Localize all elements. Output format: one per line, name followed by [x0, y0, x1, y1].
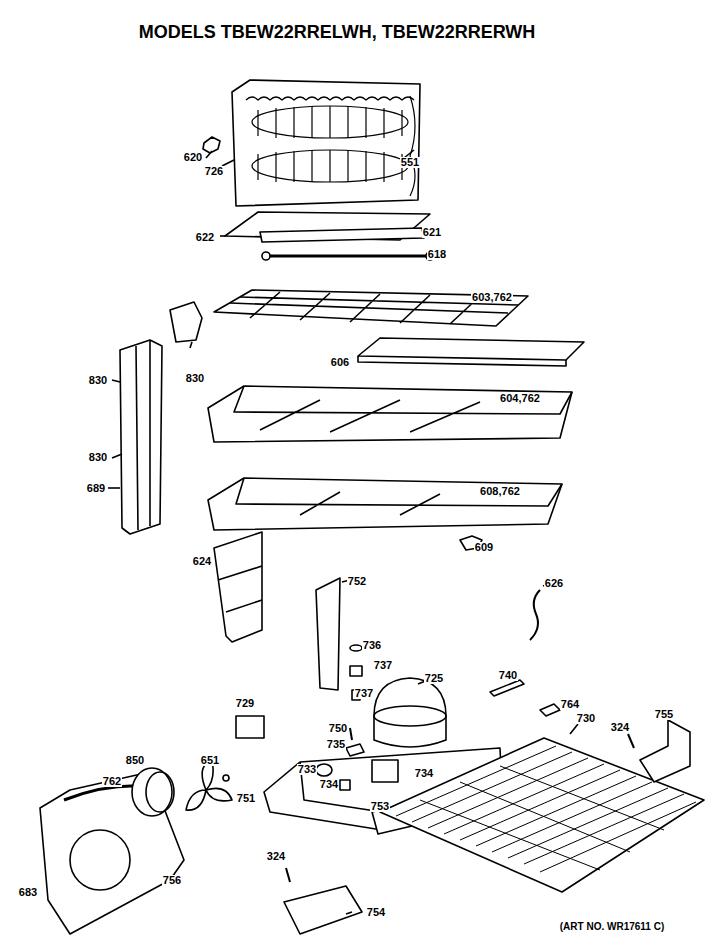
callout-number: 737 — [373, 660, 393, 671]
callout-number: 736 — [362, 640, 382, 651]
callout-number: 604,762 — [499, 393, 541, 404]
callout-number: 737 — [354, 688, 374, 699]
diagram-title: MODELS TBEW22RRELWH, TBEW22RRERWH — [139, 23, 536, 41]
callout-number: 750 — [328, 723, 348, 734]
callout-number: 755 — [654, 709, 674, 720]
callout-number: 762 — [102, 776, 122, 787]
callout-number: 754 — [366, 907, 386, 918]
callout-number: 735 — [326, 739, 346, 750]
callout-number: 726 — [204, 166, 224, 177]
callout-number: 609 — [474, 542, 494, 553]
callout-number: 624 — [192, 556, 212, 567]
callout-number: 830 — [185, 373, 205, 384]
callout-number: 830 — [88, 452, 108, 463]
callout-number: 740 — [498, 670, 518, 681]
callout-number: 733 — [297, 764, 317, 775]
callout-number: 753 — [370, 801, 390, 812]
callout-number: 751 — [236, 793, 256, 804]
callout-number: 725 — [424, 673, 444, 684]
callout-number: 606 — [330, 357, 350, 368]
callout-number: 324 — [610, 722, 630, 733]
callout-number: 734 — [319, 779, 339, 790]
callout-number: 734 — [414, 768, 434, 779]
callout-number: 730 — [576, 713, 596, 724]
callout-number: 603,762 — [471, 292, 513, 303]
callout-number: 608,762 — [479, 486, 521, 497]
callout-number: 830 — [88, 375, 108, 386]
callout-number: 622 — [195, 232, 215, 243]
callout-number: 324 — [266, 851, 286, 862]
callout-number: 729 — [235, 698, 255, 709]
callout-number: 683 — [18, 887, 38, 898]
art-number-caption: (ART NO. WR17611 C) — [560, 922, 664, 932]
callout-number: 689 — [86, 483, 106, 494]
callout-number: 850 — [125, 755, 145, 766]
callout-number: 626 — [544, 578, 564, 589]
callout-number: 752 — [347, 576, 367, 587]
callout-number: 621 — [422, 227, 442, 238]
callout-number: 618 — [427, 249, 447, 260]
callout-number: 764 — [560, 699, 580, 710]
callout-number: 651 — [200, 755, 220, 766]
callout-number: 620 — [183, 152, 203, 163]
callout-number: 756 — [162, 875, 182, 886]
callout-number: 551 — [400, 157, 420, 168]
